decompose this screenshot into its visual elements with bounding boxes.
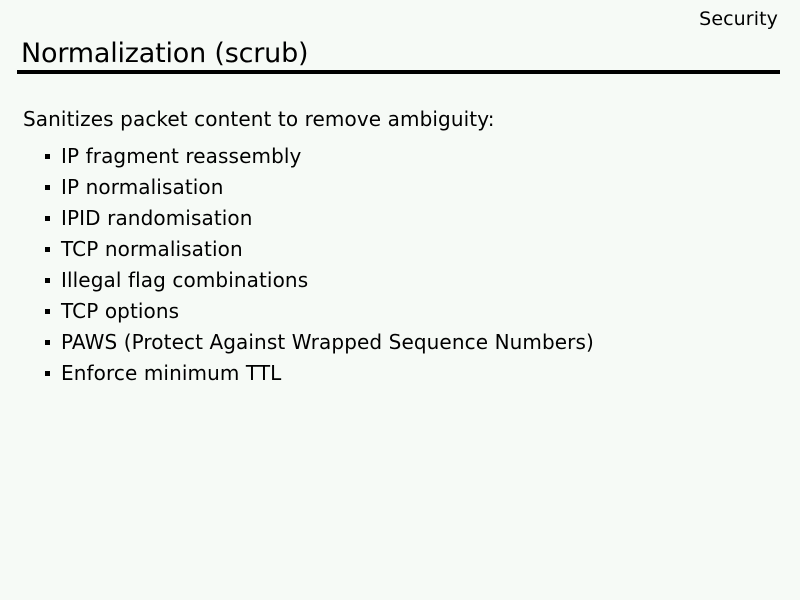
list-item-label: PAWS (Protect Against Wrapped Sequence N…: [61, 330, 594, 354]
list-item-label: IPID randomisation: [61, 206, 253, 230]
square-bullet-icon: [45, 278, 50, 283]
list-item-label: TCP options: [61, 299, 180, 323]
lead-paragraph: Sanitizes packet content to remove ambig…: [23, 107, 495, 131]
slide-header-label: Security: [699, 8, 778, 30]
square-bullet-icon: [45, 371, 50, 376]
bullet-list: IP fragment reassembly IP normalisation …: [0, 143, 594, 391]
square-bullet-icon: [45, 340, 50, 345]
list-item: Illegal flag combinations: [0, 267, 594, 298]
square-bullet-icon: [45, 247, 50, 252]
list-item-label: TCP normalisation: [61, 237, 243, 261]
square-bullet-icon: [45, 185, 50, 190]
list-item-label: IP normalisation: [61, 175, 224, 199]
title-divider: [17, 70, 780, 74]
square-bullet-icon: [45, 216, 50, 221]
list-item: TCP normalisation: [0, 236, 594, 267]
list-item-label: Illegal flag combinations: [61, 268, 309, 292]
list-item: IPID randomisation: [0, 205, 594, 236]
list-item: IP normalisation: [0, 174, 594, 205]
list-item: TCP options: [0, 298, 594, 329]
list-item-label: IP fragment reassembly: [61, 144, 302, 168]
list-item: Enforce minimum TTL: [0, 360, 594, 391]
square-bullet-icon: [45, 154, 50, 159]
list-item: PAWS (Protect Against Wrapped Sequence N…: [0, 329, 594, 360]
list-item-label: Enforce minimum TTL: [61, 361, 282, 385]
list-item: IP fragment reassembly: [0, 143, 594, 174]
slide-title: Normalization (scrub): [21, 38, 309, 69]
square-bullet-icon: [45, 309, 50, 314]
